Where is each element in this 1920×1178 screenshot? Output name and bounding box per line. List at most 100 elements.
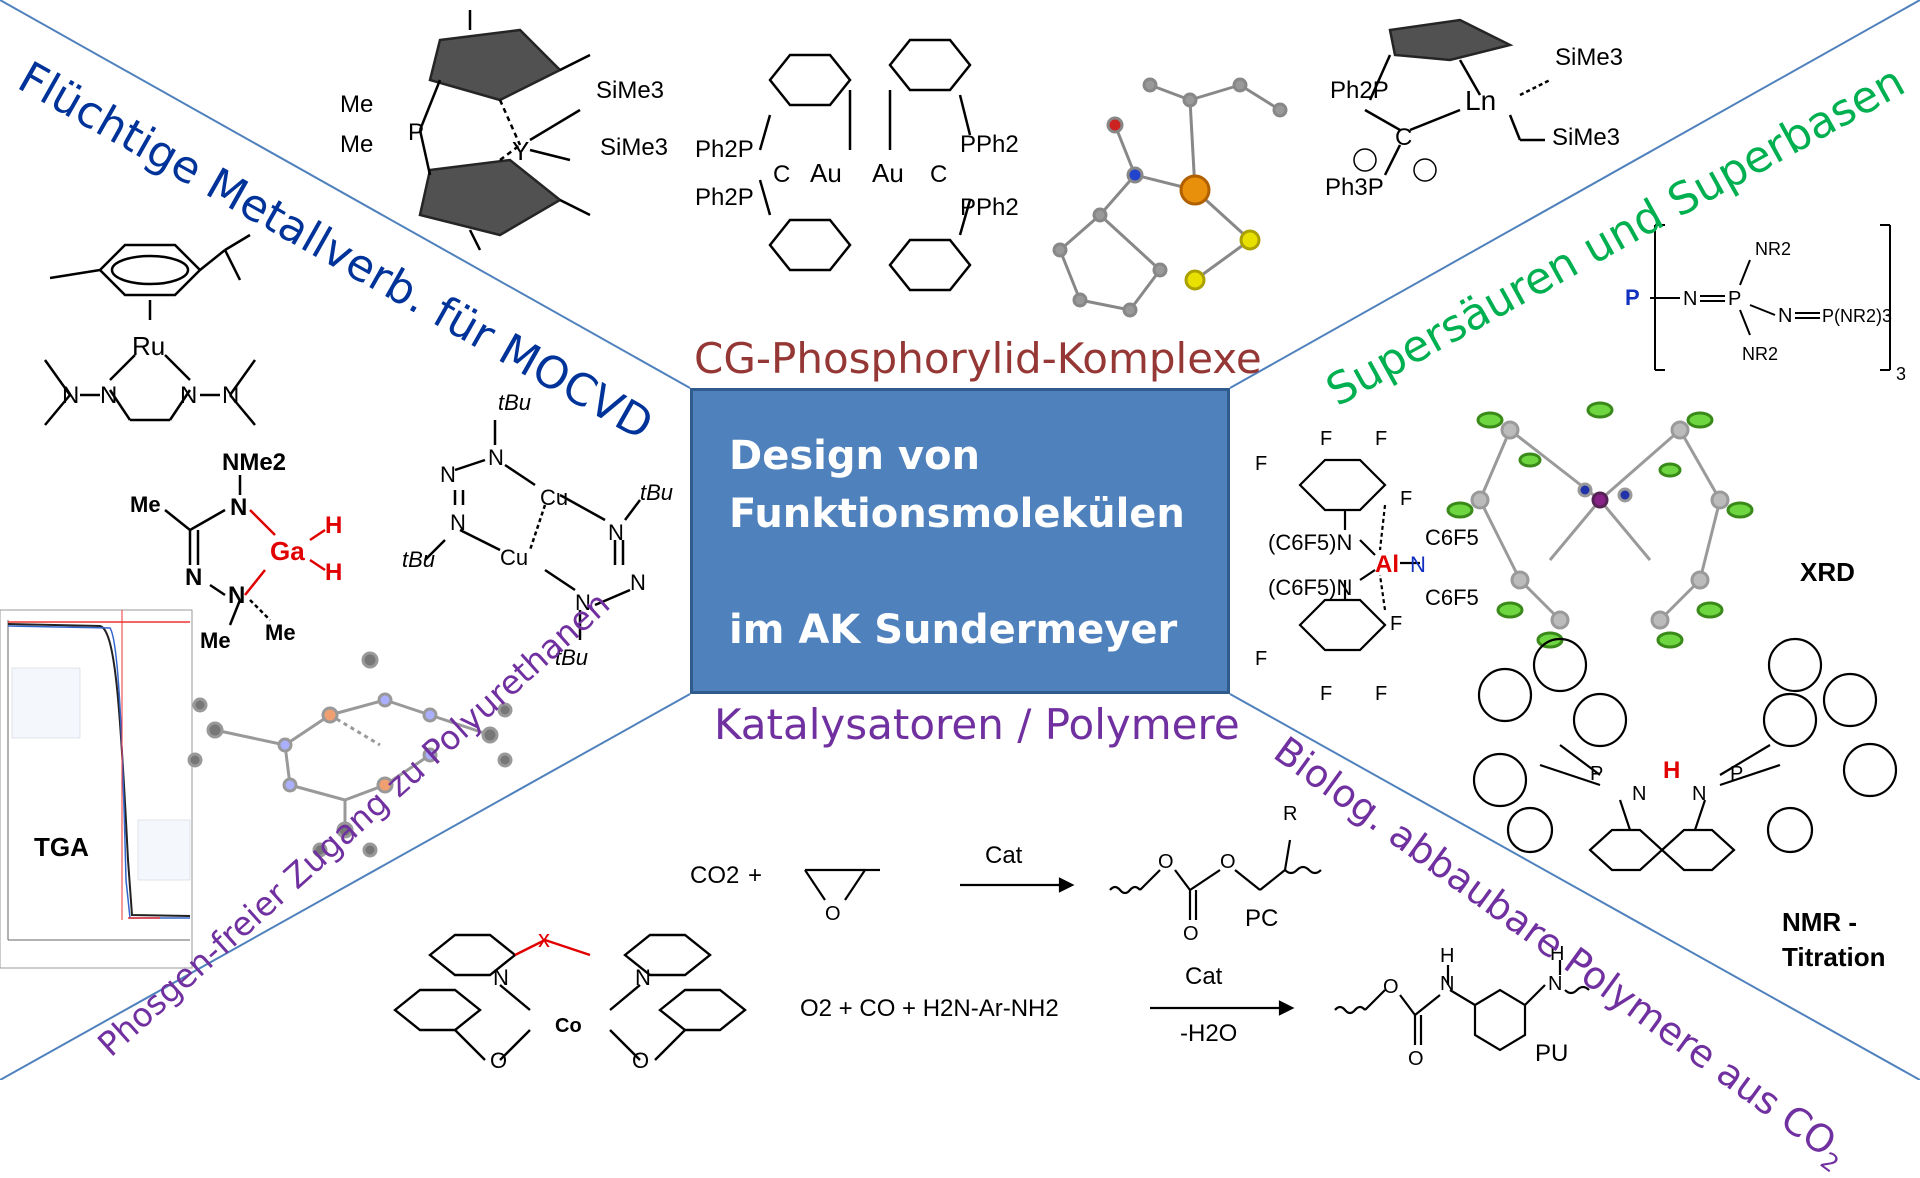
pu-h-right: H xyxy=(1550,943,1564,965)
aluminum-complex-structure xyxy=(1298,458,1420,652)
copper-crystal-structure xyxy=(187,651,513,858)
pc-o-left: O xyxy=(1158,851,1174,873)
yttrium-sime3-bottom: SiMe3 xyxy=(600,134,668,161)
yttrium-complex-structure xyxy=(418,10,591,251)
yttrium-p: P xyxy=(408,119,424,146)
central-theme-box: Design von Funktionsmolekülen im AK Sund… xyxy=(690,388,1230,694)
diagram-canvas: Me Me P Y SiMe3 SiMe3 Ph2P Ph2P C Au Au … xyxy=(0,0,1920,1080)
reaction-epoxide xyxy=(804,868,880,901)
reaction-arrow-2 xyxy=(1150,1000,1295,1016)
pu-o-bottom: O xyxy=(1408,1048,1424,1070)
gallium-n-top: N xyxy=(230,494,247,521)
gold-ph2p-bottom: Ph2P xyxy=(695,184,754,211)
aluminum-f2: F xyxy=(1375,428,1387,450)
copper-n4: N xyxy=(608,520,624,545)
proton-sponge-n-right: N xyxy=(1692,783,1706,805)
reaction2-reactants: O2 + CO + H2N-Ar-NH2 xyxy=(800,995,1059,1022)
positive-charge-icon xyxy=(1353,148,1377,172)
copper-n2: N xyxy=(440,462,456,487)
proton-sponge-n-left: N xyxy=(1632,783,1646,805)
aluminum-f3: F xyxy=(1255,453,1267,475)
polycarbonate-structure xyxy=(1109,839,1322,920)
cobalt-n-right: N xyxy=(635,965,651,990)
xrd-crystal-structure xyxy=(1446,401,1754,649)
lanthanide-ln: Ln xyxy=(1465,85,1496,116)
ruthenium-complex-structure xyxy=(43,233,257,426)
superbase-n1: N xyxy=(1683,288,1697,310)
gallium-complex-structure xyxy=(164,475,326,626)
lanthanide-sime3-bottom: SiMe3 xyxy=(1552,124,1620,151)
gold-pph2-bottom: PPh2 xyxy=(960,194,1019,221)
aluminum-c6f5n-bottom: (C6F5)N xyxy=(1268,575,1352,600)
gold-c-left: C xyxy=(773,161,790,188)
superbase-structure xyxy=(1650,224,1891,371)
center-title-line2: Funktionsmolekülen xyxy=(729,491,1185,537)
gold-pph2-top: PPh2 xyxy=(960,131,1019,158)
aluminum-c6f5-top: C6F5 xyxy=(1425,525,1479,550)
tga-label: TGA xyxy=(34,832,89,862)
lanthanide-c: C xyxy=(1395,124,1412,151)
gold-complex-structure xyxy=(758,38,972,292)
lanthanide-ph3p: Ph3P xyxy=(1325,174,1384,201)
gold-c-right: C xyxy=(930,161,947,188)
superbase-nr2-bottom: NR2 xyxy=(1742,344,1778,364)
divider-bottom-right xyxy=(1229,693,1920,1080)
copper-tbu-left: tBu xyxy=(402,547,435,572)
gallium-h-top: H xyxy=(325,512,342,539)
lanthanide-sime3-top: SiMe3 xyxy=(1555,44,1623,71)
aluminum-f7: F xyxy=(1320,683,1332,705)
aluminum-f4: F xyxy=(1400,488,1412,510)
copper-tbu-top: tBu xyxy=(498,390,531,415)
theme-bottom: Katalysatoren / Polymere xyxy=(714,700,1240,749)
cobalt-co: Co xyxy=(555,1015,582,1037)
reaction1-catalyst: Cat xyxy=(985,842,1023,869)
proton-sponge-h: H xyxy=(1663,757,1680,784)
yttrium-sime3-top: SiMe3 xyxy=(596,77,664,104)
ruthenium-ru: Ru xyxy=(132,331,165,361)
pu-n-left: N xyxy=(1440,973,1454,995)
pc-o-right: O xyxy=(1220,851,1236,873)
aluminum-c6f5-bottom: C6F5 xyxy=(1425,585,1479,610)
aluminum-c6f5n-top: (C6F5)N xyxy=(1268,530,1352,555)
gold-au-right: Au xyxy=(872,158,904,188)
gallium-n-bottom: N xyxy=(228,582,245,609)
superbase-n2: N xyxy=(1778,305,1792,327)
superbase-sub3: 3 xyxy=(1896,364,1906,384)
aluminum-f5: F xyxy=(1390,613,1402,635)
cobalt-cross-icon: x xyxy=(538,926,550,953)
pu-o-left: O xyxy=(1383,976,1399,998)
copper-n6: N xyxy=(575,590,591,615)
pc-r: R xyxy=(1283,803,1297,825)
center-title-line1: Design von xyxy=(729,433,980,479)
aluminum-al: Al xyxy=(1375,551,1399,578)
nmr-label-line2: Titration xyxy=(1782,942,1886,972)
epoxide-o: O xyxy=(825,903,841,925)
proton-sponge-p-left: P xyxy=(1590,763,1603,785)
cobalt-n-left: N xyxy=(493,965,509,990)
theme-top: CG-Phosphorylid-Komplexe xyxy=(694,334,1262,383)
superbase-p-blue: P xyxy=(1625,285,1640,310)
gallium-n-bottom-left: N xyxy=(185,564,202,591)
copper-tbu-bottom: tBu xyxy=(555,645,588,670)
yttrium-me-top: Me xyxy=(340,91,373,118)
copper-triazenide-structure xyxy=(424,420,641,640)
ruthenium-n1: N xyxy=(62,382,79,409)
lanthanide-ph2p: Ph2P xyxy=(1330,77,1389,104)
samarium-crystal-structure xyxy=(1052,77,1288,318)
xrd-label: XRD xyxy=(1800,557,1855,587)
copper-n1: N xyxy=(488,445,504,470)
reaction2-catalyst: Cat xyxy=(1185,963,1223,990)
center-title-line3: im AK Sundermeyer xyxy=(729,607,1178,653)
copper-cu-bottom: Cu xyxy=(500,545,528,570)
gallium-me-top: Me xyxy=(130,492,161,517)
gallium-me-bottom-left: Me xyxy=(200,628,231,653)
pu-h-left: H xyxy=(1440,945,1454,967)
yttrium-me-bottom: Me xyxy=(340,131,373,158)
divider-top-right xyxy=(1229,0,1920,389)
proton-sponge-p-right: P xyxy=(1730,763,1743,785)
divider-top-left xyxy=(0,0,691,389)
gold-ph2p-top: Ph2P xyxy=(695,136,754,163)
superbase-pnr23: P(NR2)3 xyxy=(1822,306,1892,326)
pc-o-bottom: O xyxy=(1183,923,1199,945)
superbase-p: P xyxy=(1728,288,1741,310)
